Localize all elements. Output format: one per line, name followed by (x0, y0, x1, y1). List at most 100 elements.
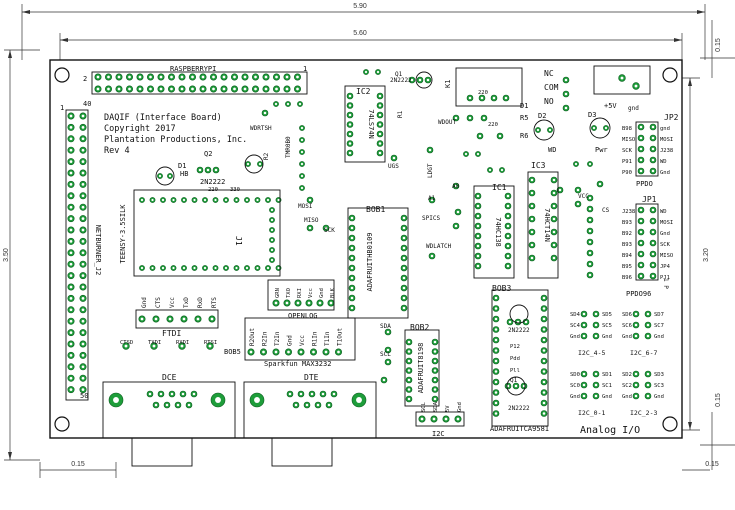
test-point-pad (574, 186, 582, 194)
ftdi-pad (152, 315, 160, 323)
rpi-pad (189, 73, 197, 81)
bob2-pad (405, 395, 413, 403)
bob1-pad (348, 224, 356, 232)
transistor-pad (196, 166, 204, 174)
rpi-pad (262, 85, 270, 93)
rpi-pad (105, 85, 113, 93)
ic2-pad (346, 102, 354, 109)
teensy-pad (265, 265, 271, 271)
jp1-right-label: WD (660, 209, 667, 215)
openlog-pin-label: Vcc (308, 288, 314, 298)
board-title-line-2: Copyright 2017 (104, 124, 176, 134)
i2c-group-right-label: SC5 (602, 323, 612, 329)
netburner-pad (67, 237, 75, 245)
gnd-label: gnd (628, 105, 639, 112)
rpi-pad (157, 85, 165, 93)
ic1-pad (504, 202, 512, 210)
bob2-pad (405, 357, 413, 365)
jp2-right-label: Gnd (660, 170, 670, 176)
d2-sub: WD (548, 146, 556, 154)
netburner-pad (79, 192, 87, 200)
jp1-pad (649, 239, 657, 247)
rpi-pad (210, 73, 218, 81)
bob3-pad (540, 399, 548, 407)
openlog-label: OPENLOG (288, 312, 318, 320)
jp1-right-label: JP4 (660, 264, 671, 270)
jp1-pad (649, 217, 657, 225)
passive-pad (273, 101, 279, 107)
ic1-pad (474, 262, 482, 270)
test-point-pad (390, 154, 398, 162)
ic2-pad (376, 92, 384, 100)
relay-pin-com: COM (544, 83, 559, 92)
test-point-pad (426, 146, 434, 154)
i2c-group-pad (580, 321, 588, 329)
bob2-pad (431, 376, 439, 384)
transistor-pad (212, 166, 220, 174)
passive-pad (299, 125, 305, 131)
bob1-pad (400, 264, 408, 272)
bob2-pad (431, 386, 439, 393)
serial-row-label: TXDI (148, 340, 161, 346)
d1-ref: D1 (178, 162, 186, 170)
bob3-pad (540, 378, 548, 386)
teensy-pad (170, 197, 177, 203)
rpi-pad (283, 73, 291, 81)
bob3-pad (540, 357, 548, 365)
i2c-group-right-label: SD5 (602, 312, 612, 318)
bs-pad (586, 227, 594, 235)
bob1-pad (400, 234, 408, 242)
transistor-pad (522, 318, 530, 326)
bob2-pad (405, 348, 413, 355)
rpi-pad (241, 85, 249, 93)
rhb-value: 330 (230, 187, 240, 193)
dim-left-offset: 0.15 (71, 461, 85, 468)
teensy-pad (149, 265, 156, 271)
test-point-pad (428, 196, 436, 204)
r1-ref: R1 (397, 110, 404, 118)
test-point-pad (306, 196, 314, 204)
netburner-pad (79, 249, 87, 257)
i2c-group-pad (644, 392, 652, 400)
ic2-pad (376, 149, 384, 157)
relay-pin-no: NO (544, 97, 554, 106)
netburner-pad (79, 351, 87, 359)
rpi-pad (283, 85, 291, 93)
jp2-sub: PPDO (636, 180, 653, 188)
relay-pad (478, 94, 486, 102)
transistor-pad (506, 318, 514, 326)
ic3-pad (528, 215, 536, 223)
netburner-pad (67, 158, 75, 166)
ic2-pad (376, 130, 384, 138)
passive-pad (573, 161, 579, 167)
netburner-pad (67, 340, 75, 348)
i2c-pad (454, 415, 462, 423)
silkscreen-outlines (65, 65, 659, 467)
i2c-group-right-label: SC3 (654, 383, 664, 389)
jp2-left-label: B98 (622, 126, 632, 132)
ic1-pad (474, 242, 482, 250)
rpi-pad (210, 85, 218, 93)
i2c-group-pad (632, 310, 640, 318)
relay-pad (490, 94, 498, 102)
bob1-pad (400, 224, 408, 232)
bob1-pad (400, 304, 408, 312)
bob2-pad (405, 338, 413, 346)
teensy-pad (265, 197, 271, 203)
netburner-pad (79, 180, 87, 188)
bob3-pad (492, 357, 500, 365)
teensy-pad (269, 247, 275, 253)
relay-pin-nc: NC (544, 69, 554, 78)
db9-pad (325, 401, 333, 409)
power-jack-pad (618, 74, 626, 82)
jp1-pad (649, 261, 657, 269)
ic1-pad (504, 262, 512, 270)
netburner-label: NETBURNER_J2 (94, 225, 102, 276)
serial-test-pad (122, 342, 130, 350)
test-point-pad (322, 224, 330, 232)
led-pad (591, 125, 597, 131)
bob2-part: ADAFRUIT8198 (417, 343, 425, 394)
bob1-pad (348, 284, 356, 292)
dim-overall-width: 5.90 (353, 3, 367, 10)
bob3-pad (492, 389, 500, 396)
